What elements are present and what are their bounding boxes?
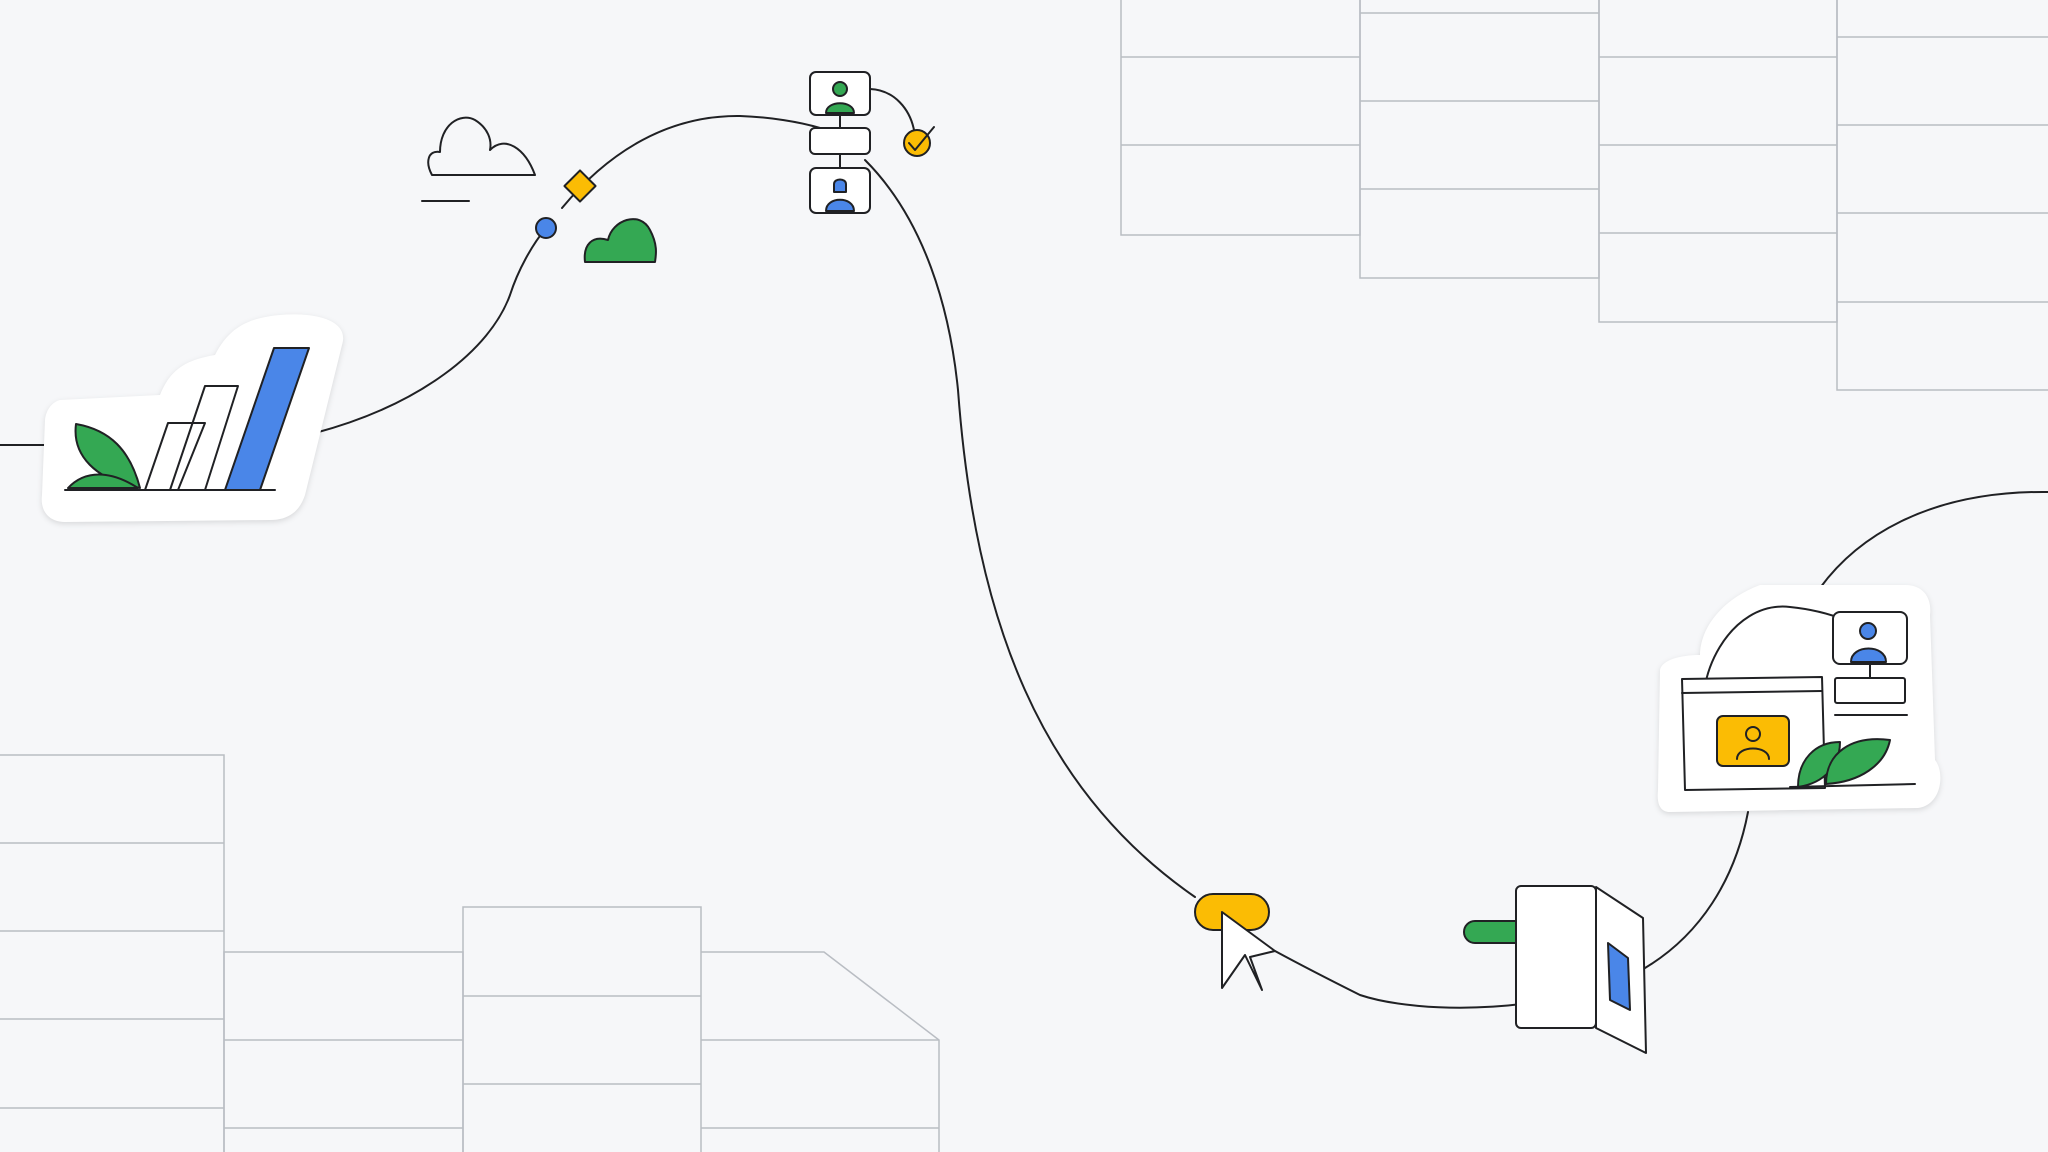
blue-dot-icon xyxy=(535,217,557,239)
yellow-diamond-icon xyxy=(563,169,597,203)
profile-window-sticker xyxy=(1657,585,1941,812)
bar-chart-sticker xyxy=(41,314,344,522)
green-bush-icon xyxy=(583,218,657,263)
cloud-icon xyxy=(421,116,536,202)
journey-path xyxy=(0,114,2048,1009)
grid-blocks-bottom-left xyxy=(0,754,940,1152)
cursor-arrow-icon xyxy=(1221,911,1276,991)
open-door-icon xyxy=(1515,885,1647,1054)
org-chart-icon xyxy=(809,71,915,214)
yellow-check-icon xyxy=(903,126,935,157)
grid-blocks-top-right xyxy=(1120,0,2048,391)
